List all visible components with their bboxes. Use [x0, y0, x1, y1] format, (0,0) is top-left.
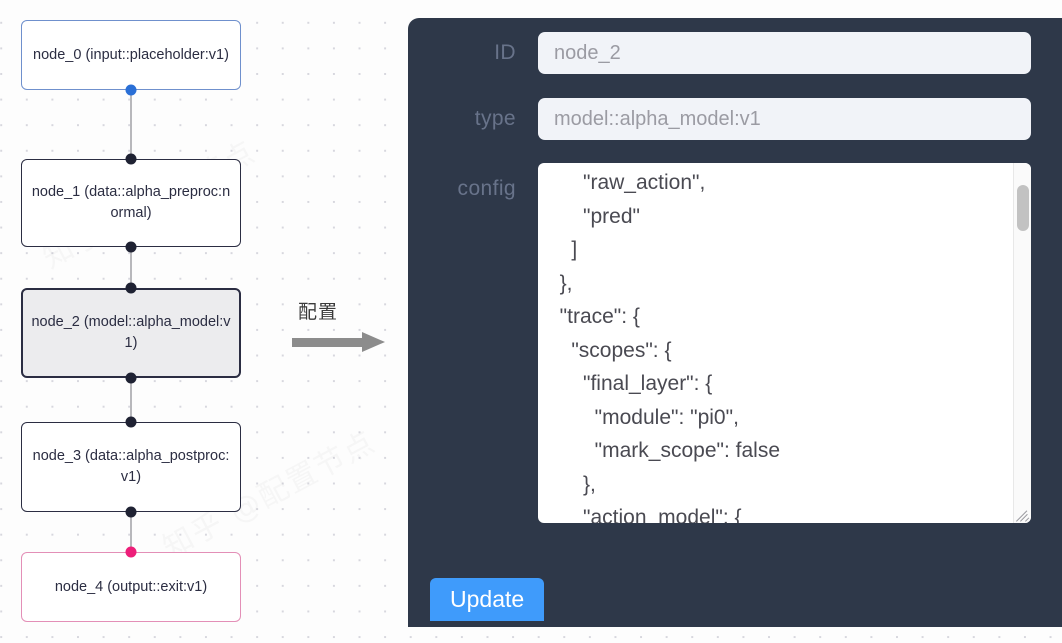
node-config-panel: ID type config "raw_action", "pred" ] },… — [408, 18, 1062, 627]
graph-node-label: node_1 (data::alpha_preproc:normal) — [31, 184, 231, 221]
port-node3-output[interactable] — [125, 506, 137, 518]
resize-grip-icon[interactable] — [1015, 507, 1030, 522]
graph-node-label: node_2 (model::alpha_model:v1) — [31, 314, 231, 351]
port-node0-output[interactable] — [125, 84, 137, 96]
graph-node-label: node_3 (data::alpha_postproc:v1) — [32, 448, 230, 485]
config-scrollbar-thumb[interactable] — [1017, 185, 1029, 231]
transition-arrow-group: 配置 — [292, 297, 392, 352]
arrow-right-icon — [292, 332, 388, 352]
port-node2-output[interactable] — [125, 372, 137, 384]
port-node3-input[interactable] — [125, 416, 137, 428]
port-node2-input[interactable] — [125, 282, 137, 294]
config-textarea[interactable]: "raw_action", "pred" ] }, "trace": { "sc… — [559, 171, 780, 523]
port-node1-input[interactable] — [125, 153, 137, 165]
edge-node0-node1 — [130, 90, 132, 159]
id-input[interactable] — [538, 32, 1031, 74]
graph-node-node_2[interactable]: node_2 (model::alpha_model:v1) — [21, 288, 241, 378]
graph-node-node_4[interactable]: node_4 (output::exit:v1) — [21, 552, 241, 622]
port-node1-output[interactable] — [125, 241, 137, 253]
edge-node1-node2 — [130, 247, 132, 288]
graph-node-node_3[interactable]: node_3 (data::alpha_postproc:v1) — [21, 422, 241, 512]
field-row-type: type — [408, 98, 1062, 140]
type-input[interactable] — [538, 98, 1031, 140]
update-button[interactable]: Update — [430, 578, 545, 621]
field-row-id: ID — [408, 32, 1062, 74]
id-field-label: ID — [494, 41, 516, 64]
config-textarea-wrapper[interactable]: "raw_action", "pred" ] }, "trace": { "sc… — [538, 163, 1031, 523]
arrow-caption: 配置 — [298, 301, 339, 323]
graph-node-label: node_0 (input::placeholder:v1) — [33, 46, 229, 63]
graph-canvas[interactable]: node_0 (input::placeholder:v1) node_1 (d… — [0, 0, 396, 643]
edge-node3-node4 — [130, 512, 132, 552]
config-field-label: config — [457, 177, 516, 200]
graph-node-node_1[interactable]: node_1 (data::alpha_preproc:normal) — [21, 159, 241, 247]
edge-node2-node3 — [130, 378, 132, 422]
field-row-config: config "raw_action", "pred" ] }, "trace"… — [408, 163, 1062, 523]
config-scrollbar[interactable] — [1013, 163, 1031, 523]
graph-node-label: node_4 (output::exit:v1) — [54, 578, 208, 595]
type-field-label: type — [474, 107, 516, 130]
graph-node-node_0[interactable]: node_0 (input::placeholder:v1) — [21, 20, 241, 90]
port-node4-input[interactable] — [125, 546, 137, 558]
